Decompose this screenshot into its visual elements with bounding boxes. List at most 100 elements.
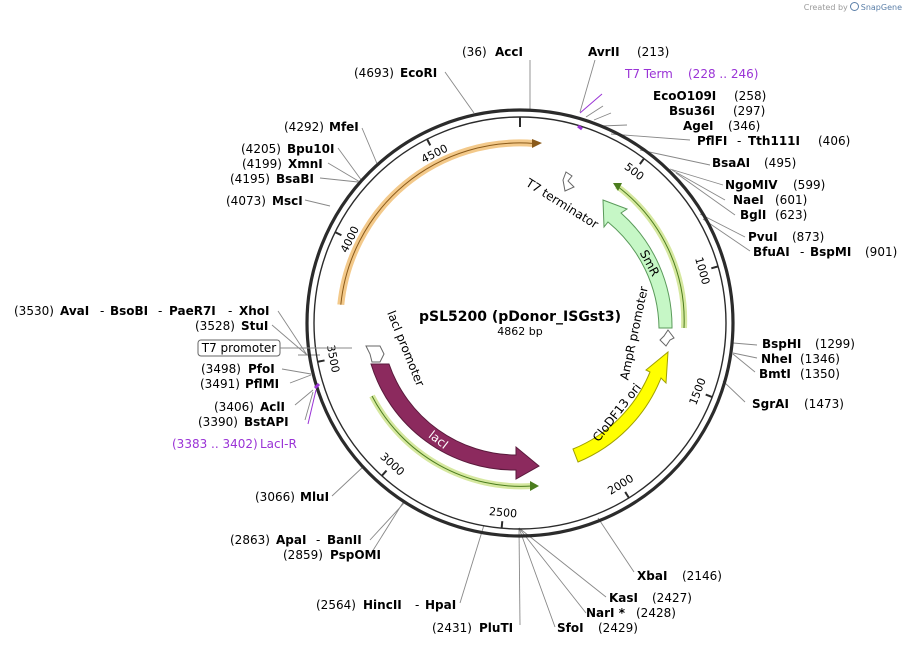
enzyme-name: HincII <box>363 598 402 612</box>
enzyme-name: MluI <box>300 490 329 504</box>
t7-term-range: (228 .. 246) <box>688 67 758 81</box>
enzyme-name: Bsu36I <box>669 104 715 118</box>
clodf13-ori-arrow <box>572 350 669 463</box>
enzyme-pos: (2859) <box>283 548 323 562</box>
enzyme-pos: (601) <box>775 193 807 207</box>
enzyme-pos: (3530) <box>14 304 54 318</box>
enzyme-pos: (4073) <box>226 194 266 208</box>
plasmid-size: 4862 bp <box>497 325 542 338</box>
laci-aux-arrowhead <box>530 481 539 491</box>
enzyme-name: BsaAI <box>712 156 750 170</box>
orange-arc-arrowhead <box>532 139 542 148</box>
enzyme-pos: (36) <box>462 45 487 59</box>
laci-aux-outline <box>371 395 533 487</box>
enzyme-pos: (873) <box>792 230 824 244</box>
enzyme-labels: (36) AccI AvrII (213) EcoO109I (258) Bsu… <box>14 45 897 635</box>
enzyme-pos: (213) <box>637 45 669 59</box>
scale-tick <box>500 521 504 529</box>
scale-tick <box>426 138 432 146</box>
enzyme-pos: (4199) <box>242 157 282 171</box>
laci-r-range: (3383 .. 3402) <box>172 437 258 451</box>
enzyme-name: HpaI <box>425 598 456 612</box>
enzyme-pos: (297) <box>733 104 765 118</box>
enzyme-name: ApaI <box>276 533 306 547</box>
enzyme-name: MfeI <box>329 120 359 134</box>
credit-text: Created by <box>803 3 848 12</box>
laci-promoter-arrow <box>365 345 385 363</box>
enzyme-name: AvrII <box>588 45 620 59</box>
t7-promoter-label: T7 promoter <box>201 341 277 355</box>
ampr-promoter-arrow <box>659 329 675 347</box>
scale-tick <box>334 231 342 237</box>
scale-tick-label: 2500 <box>489 505 518 520</box>
enzyme-pos: (3066) <box>255 490 295 504</box>
enzyme-name: Bpu10I <box>287 142 334 156</box>
enzyme-name: AvaI <box>60 304 89 318</box>
enzyme-pos: (4205) <box>241 142 281 156</box>
enzyme-pos: (3528) <box>195 319 235 333</box>
enzyme-separator: - <box>800 245 804 259</box>
laci-r-leader <box>307 389 317 425</box>
enzyme-pos: (4693) <box>354 66 394 80</box>
enzyme-name: BsaBI <box>276 172 314 186</box>
enzyme-separator: - <box>737 134 741 148</box>
enzyme-pos: (1473) <box>804 397 844 411</box>
scale-tick-label: 2000 <box>605 472 636 498</box>
t7-terminator-label: T7 terminator <box>523 175 601 231</box>
enzyme-name: StuI <box>241 319 268 333</box>
enzyme-name: MscI <box>272 194 303 208</box>
enzyme-pos: (2146) <box>682 569 722 583</box>
t7-term-leader <box>579 93 603 114</box>
scale-tick <box>639 157 645 165</box>
enzyme-name: BsoBI <box>110 304 148 318</box>
enzyme-pos: (406) <box>818 134 850 148</box>
enzyme-pos: (901) <box>865 245 897 259</box>
enzyme-pos: (1346) <box>800 352 840 366</box>
enzyme-separator: - <box>228 304 232 318</box>
enzyme-name: PspOMI <box>330 548 381 562</box>
enzyme-name: PvuI <box>748 230 778 244</box>
enzyme-pos: (346) <box>728 119 760 133</box>
enzyme-name: NheI <box>761 352 792 366</box>
enzyme-name: BspMI <box>810 245 851 259</box>
enzyme-leader-lines <box>271 59 758 628</box>
enzyme-name: PflMI <box>245 377 279 391</box>
enzyme-name: AccI <box>495 45 523 59</box>
enzyme-pos: (3491) <box>200 377 240 391</box>
enzyme-name: EcoRI <box>400 66 437 80</box>
t7-term-name: T7 Term <box>624 67 673 81</box>
enzyme-pos: (2429) <box>598 621 638 635</box>
enzyme-name: PfoI <box>248 362 275 376</box>
t7-term-mark <box>577 124 583 131</box>
t7-terminator-arrow <box>562 171 575 192</box>
enzyme-name: XbaI <box>637 569 667 583</box>
enzyme-separator: - <box>316 533 320 547</box>
scale-tick-label: 500 <box>622 160 647 183</box>
enzyme-pos: (3498) <box>201 362 241 376</box>
enzyme-name: PluTI <box>479 621 513 635</box>
enzyme-pos: (4195) <box>230 172 270 186</box>
enzyme-pos: (3406) <box>214 400 254 414</box>
enzyme-name: BmtI <box>759 367 791 381</box>
enzyme-name: AclI <box>260 400 285 414</box>
smr-arrow <box>602 199 673 329</box>
enzyme-name: BglI <box>740 208 766 222</box>
enzyme-name: NaeI <box>733 193 764 207</box>
smr-label: SmR <box>637 248 662 279</box>
enzyme-name: SgrAI <box>752 397 789 411</box>
plasmid-title: pSL5200 (pDonor_ISGst3) <box>419 309 621 325</box>
enzyme-name: KasI <box>609 591 638 605</box>
laci-r-name: LacI-R <box>260 437 297 451</box>
ampr-promoter-label: AmpR promoter <box>617 285 651 381</box>
enzyme-pos: (2428) <box>636 606 676 620</box>
scale-tick <box>705 393 713 398</box>
scale-tick <box>624 491 630 499</box>
enzyme-name: PflFI <box>697 134 727 148</box>
enzyme-pos: (2431) <box>432 621 472 635</box>
enzyme-name: BfuAI <box>753 245 790 259</box>
scale-tick-label: 3500 <box>324 344 342 374</box>
enzyme-name: BstAPI <box>244 415 289 429</box>
enzyme-name: NarI * <box>586 606 626 620</box>
enzyme-separator: - <box>100 304 104 318</box>
